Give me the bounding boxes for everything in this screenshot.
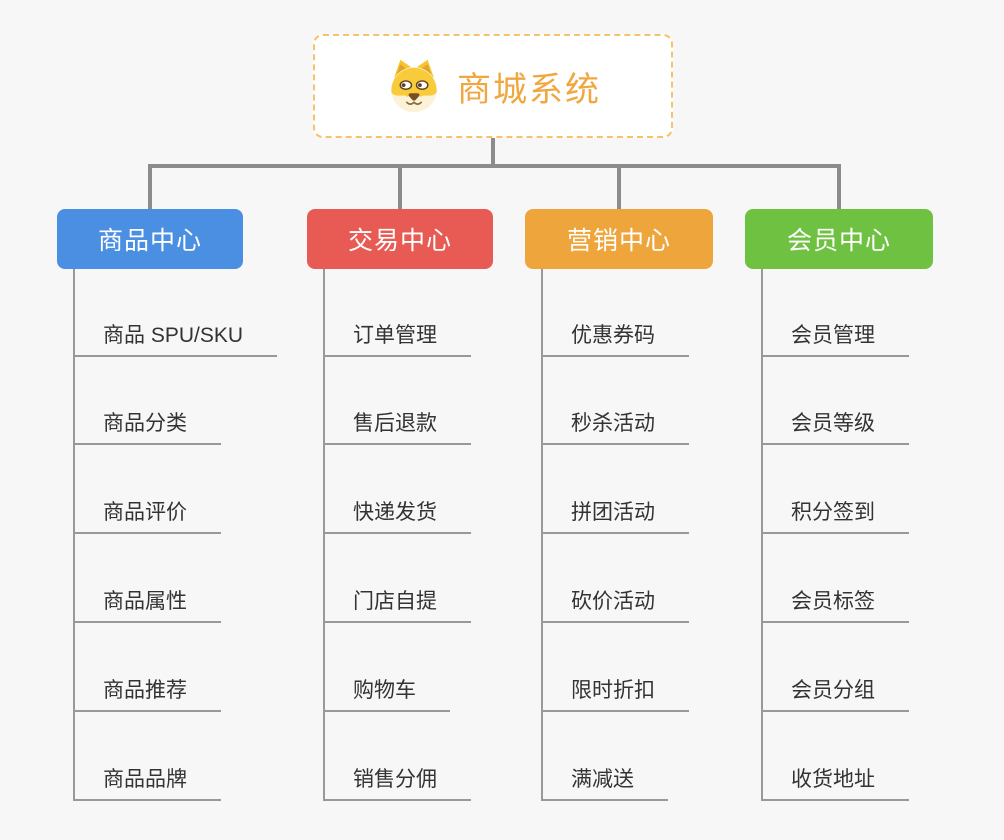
branch-node-trade-center[interactable]: 交易中心 — [307, 209, 493, 269]
leaf-node[interactable]: 限时折扣 — [541, 676, 689, 712]
connector-drop-members — [837, 166, 841, 210]
shiba-dog-icon — [391, 59, 437, 113]
leaf-node[interactable]: 砍价活动 — [541, 587, 689, 623]
branch-column-trade-center: 订单管理 售后退款 快递发货 门店自提 购物车 销售分佣 — [323, 269, 573, 809]
leaf-node[interactable]: 商品评价 — [73, 498, 221, 534]
leaf-node[interactable]: 满减送 — [541, 765, 668, 801]
leaf-node[interactable]: 商品 SPU/SKU — [73, 321, 278, 357]
leaf-node[interactable]: 商品属性 — [73, 587, 221, 623]
leaf-node[interactable]: 订单管理 — [323, 321, 471, 357]
leaf-node[interactable]: 快递发货 — [323, 498, 471, 534]
connector-root-stub — [491, 138, 495, 168]
leaf-node[interactable]: 销售分佣 — [323, 765, 471, 801]
leaf-node[interactable]: 积分签到 — [761, 498, 909, 534]
branch-column-member-center: 会员管理 会员等级 积分签到 会员标签 会员分组 收货地址 — [761, 269, 1004, 809]
leaf-node[interactable]: 门店自提 — [323, 587, 471, 623]
leaf-node[interactable]: 会员分组 — [761, 676, 909, 712]
leaf-node[interactable]: 商品品牌 — [73, 765, 221, 801]
leaf-node[interactable]: 收货地址 — [761, 765, 909, 801]
leaf-node[interactable]: 商品分类 — [73, 409, 221, 445]
connector-drop-products — [148, 166, 152, 210]
leaf-node[interactable]: 秒杀活动 — [541, 409, 689, 445]
branch-column-marketing-center: 优惠券码 秒杀活动 拼团活动 砍价活动 限时折扣 满减送 — [541, 269, 791, 809]
root-node-mall-system[interactable]: 商城系统 — [313, 34, 673, 138]
branch-node-member-center[interactable]: 会员中心 — [745, 209, 933, 269]
leaf-node[interactable]: 优惠券码 — [541, 321, 689, 357]
branch-column-product-center: 商品 SPU/SKU 商品分类 商品评价 商品属性 商品推荐 商品品牌 — [73, 269, 323, 809]
root-title: 商城系统 — [457, 70, 601, 109]
leaf-node[interactable]: 会员标签 — [761, 587, 909, 623]
leaf-node[interactable]: 购物车 — [323, 676, 450, 712]
leaf-node[interactable]: 会员管理 — [761, 321, 909, 357]
connector-drop-marketing — [617, 166, 621, 210]
connector-horizontal-bus — [148, 164, 841, 168]
leaf-node[interactable]: 售后退款 — [323, 409, 471, 445]
leaf-node[interactable]: 商品推荐 — [73, 676, 221, 712]
leaf-node[interactable]: 拼团活动 — [541, 498, 689, 534]
branch-node-marketing-center[interactable]: 营销中心 — [525, 209, 713, 269]
branch-node-product-center[interactable]: 商品中心 — [57, 209, 243, 269]
connector-drop-trade — [398, 166, 402, 210]
leaf-node[interactable]: 会员等级 — [761, 409, 909, 445]
